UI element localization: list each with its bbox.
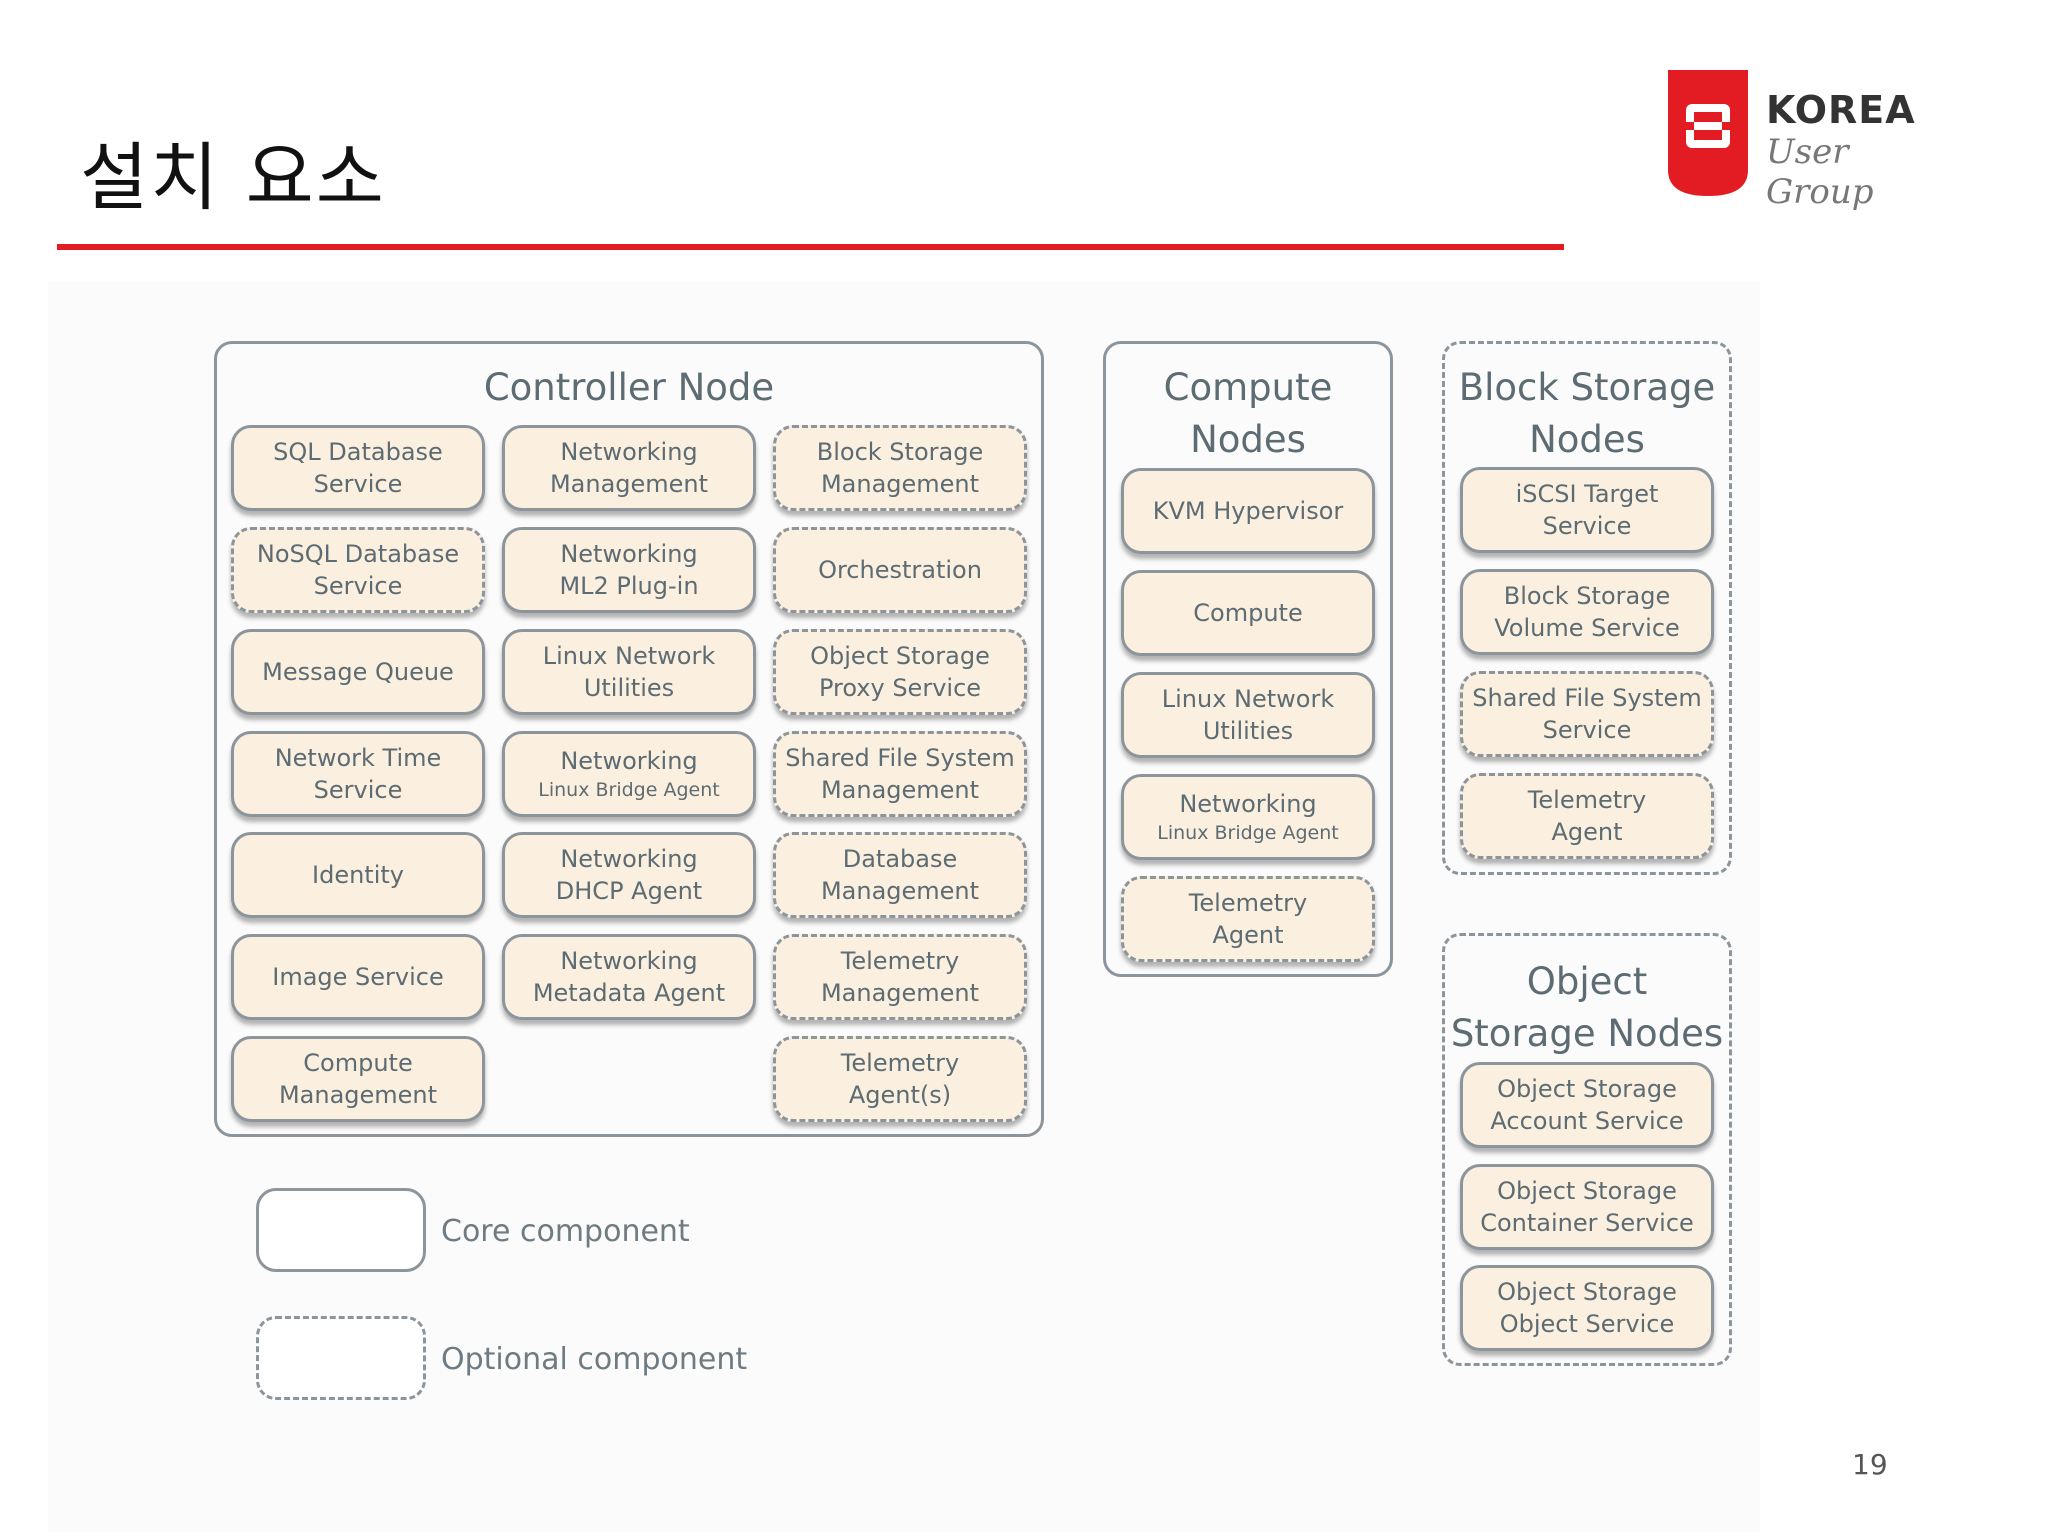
- component-label: Object Storage Proxy Service: [810, 642, 990, 702]
- component-networking-metadata-agent: Networking Metadata Agent: [502, 934, 756, 1020]
- component-label: Telemetry Agent: [1527, 786, 1647, 846]
- component-label: Telemetry Management: [820, 947, 980, 1007]
- slide-title: 설치 요소: [80, 135, 386, 221]
- component-label: Image Service: [272, 963, 444, 991]
- component-database-management: Database Management: [773, 832, 1027, 918]
- legend-core-swatch: [256, 1188, 426, 1272]
- component-label: Networking ML2 Plug-in: [559, 540, 699, 600]
- component-compute-management: Compute Management: [231, 1036, 485, 1122]
- legend-optional-swatch: [256, 1316, 426, 1400]
- component-sublabel: Linux Bridge Agent: [538, 779, 720, 801]
- component-label: Telemetry Agent(s): [840, 1049, 960, 1109]
- component-label: Network Time Service: [274, 744, 442, 804]
- component-compute: Compute: [1121, 570, 1375, 656]
- component-label: Block Storage Management: [816, 438, 984, 498]
- component-label: Compute Management: [278, 1049, 438, 1109]
- component-label: KVM Hypervisor: [1152, 497, 1344, 525]
- component-block-storage-management: Block Storage Management: [773, 425, 1027, 511]
- component-label: SQL Database Service: [273, 438, 443, 498]
- block-storage-nodes-group: Block Storage Nodes: [1442, 341, 1732, 875]
- component-object-storage-proxy-service: Object Storage Proxy Service: [773, 629, 1027, 715]
- component-message-queue: Message Queue: [231, 629, 485, 715]
- block-storage-nodes-title: Block Storage Nodes: [1458, 366, 1716, 461]
- component-label: Shared File System Service: [1472, 684, 1702, 744]
- component-linux-network-utilities: Linux Network Utilities: [1121, 672, 1375, 758]
- component-label: Object Storage Container Service: [1480, 1177, 1694, 1237]
- component-sql-database-service: SQL Database Service: [231, 425, 485, 511]
- component-label: Linux Network Utilities: [1161, 685, 1335, 745]
- component-label: Database Management: [820, 845, 980, 905]
- component-telemetry-management: Telemetry Management: [773, 934, 1027, 1020]
- component-shared-file-system-service: Shared File System Service: [1460, 671, 1714, 757]
- object-storage-nodes-group: Object Storage Nodes: [1442, 933, 1732, 1366]
- component-label: Identity: [312, 861, 404, 889]
- component-label: iSCSI Target Service: [1515, 480, 1659, 540]
- component-object-storage-object-service: Object Storage Object Service: [1460, 1265, 1714, 1351]
- component-label: Networking Management: [549, 438, 709, 498]
- component-kvm-hypervisor: KVM Hypervisor: [1121, 468, 1375, 554]
- title-divider: [57, 244, 1564, 250]
- component-telemetry-agent-s: Telemetry Agent(s): [773, 1036, 1027, 1122]
- component-label: Networking DHCP Agent: [555, 845, 703, 905]
- compute-nodes-title: Compute Nodes: [1163, 366, 1333, 461]
- openstack-shield-icon: [1668, 70, 1748, 196]
- component-label: Linux Network Utilities: [542, 642, 716, 702]
- component-label: Telemetry Agent: [1188, 889, 1308, 949]
- compute-nodes-group: Compute Nodes: [1103, 341, 1393, 977]
- component-networking-management: Networking Management: [502, 425, 756, 511]
- component-identity: Identity: [231, 832, 485, 918]
- korea-user-group-logo: KOREA User Group: [1668, 70, 1928, 212]
- component-label: Compute: [1193, 599, 1303, 627]
- component-object-storage-account-service: Object Storage Account Service: [1460, 1062, 1714, 1148]
- component-telemetry-agent: Telemetry Agent: [1121, 876, 1375, 962]
- component-orchestration: Orchestration: [773, 527, 1027, 613]
- legend-optional-label: Optional component: [441, 1342, 748, 1377]
- legend-core-label: Core component: [441, 1214, 690, 1249]
- component-iscsi-target-service: iSCSI Target Service: [1460, 467, 1714, 553]
- component-label: NoSQL Database Service: [256, 540, 460, 600]
- component-label: Networking Metadata Agent: [532, 947, 726, 1007]
- component-label: Message Queue: [262, 658, 454, 686]
- logo-text-user-group: User Group: [1766, 132, 1874, 212]
- component-linux-network-utilities: Linux Network Utilities: [502, 629, 756, 715]
- component-sublabel: Linux Bridge Agent: [1157, 822, 1339, 844]
- page-number: 19: [1852, 1448, 1888, 1481]
- component-object-storage-container-service: Object Storage Container Service: [1460, 1164, 1714, 1250]
- component-label: Block Storage Volume Service: [1494, 582, 1680, 642]
- component-image-service: Image Service: [231, 934, 485, 1020]
- component-label: Shared File System Management: [785, 744, 1015, 804]
- component-label: Orchestration: [818, 556, 982, 584]
- logo-text-korea: KOREA: [1766, 88, 1916, 132]
- component-telemetry-agent: Telemetry Agent: [1460, 773, 1714, 859]
- component-label: Object Storage Object Service: [1497, 1278, 1677, 1338]
- component-network-time-service: Network Time Service: [231, 731, 485, 817]
- component-networking-ml2-plug-in: Networking ML2 Plug-in: [502, 527, 756, 613]
- component-networking-dhcp-agent: Networking DHCP Agent: [502, 832, 756, 918]
- object-storage-nodes-title: Object Storage Nodes: [1450, 960, 1724, 1055]
- component-block-storage-volume-service: Block Storage Volume Service: [1460, 569, 1714, 655]
- controller-node-group: Controller Node: [214, 341, 1044, 1137]
- component-shared-file-system-management: Shared File System Management: [773, 731, 1027, 817]
- component-label: Object Storage Account Service: [1490, 1075, 1684, 1135]
- controller-node-title: Controller Node: [483, 366, 775, 409]
- component-nosql-database-service: NoSQL Database Service: [231, 527, 485, 613]
